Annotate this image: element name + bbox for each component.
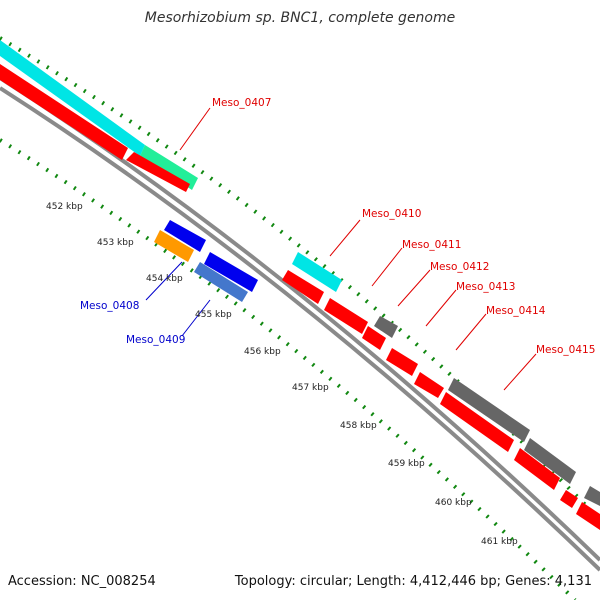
gene-label-meso-0411: Meso_0411 — [402, 239, 461, 251]
kbp-tick-label: 453 kbp — [97, 238, 134, 248]
kbp-tick-label: 457 kbp — [292, 383, 329, 393]
reverse-cds-0409b — [194, 262, 248, 302]
gene-label-meso-0414: Meso_0414 — [486, 305, 546, 317]
reverse-cds-0409a — [204, 252, 258, 292]
kbp-tick-label: 452 kbp — [46, 202, 83, 212]
gray-feature-0415c — [584, 486, 600, 506]
gray-feature-0412 — [374, 316, 398, 338]
forward-cds-0413 — [386, 348, 418, 376]
gene-label-meso-0408: Meso_0408 — [80, 300, 139, 312]
gray-feature-0415b — [524, 438, 576, 484]
gene-label-meso-0413: Meso_0413 — [456, 281, 515, 293]
forward-cds-0410 — [282, 270, 324, 304]
kbp-tick-label: 458 kbp — [340, 421, 377, 431]
accession-text: Accession: NC_008254 — [8, 574, 156, 589]
kbp-tick-label: 460 kbp — [435, 498, 472, 508]
gene-label-meso-0407: Meso_0407 — [212, 97, 271, 109]
forward-cds-0415c — [560, 490, 578, 508]
kbp-tick-label: 456 kbp — [244, 347, 281, 357]
gene-label-meso-0409: Meso_0409 — [126, 334, 185, 346]
gene-label-meso-0412: Meso_0412 — [430, 261, 489, 273]
forward-cds-0415d — [576, 502, 600, 530]
forward-cds-0414 — [414, 372, 444, 398]
gene-label-meso-0410: Meso_0410 — [362, 208, 421, 220]
gray-feature-0415a — [448, 378, 530, 442]
inner-tick-ring — [0, 138, 577, 600]
kbp-tick-label: 454 kbp — [146, 274, 183, 284]
leader-0411 — [371, 247, 403, 287]
leader-0414 — [455, 313, 487, 351]
leader-0407 — [179, 107, 211, 151]
leader-0415 — [503, 353, 537, 391]
cyan-feature-block — [0, 40, 145, 156]
forward-cds-top — [0, 64, 128, 160]
green-feature-block — [140, 145, 198, 190]
forward-cds-0415a — [440, 392, 514, 452]
map-title: Mesorhizobium sp. BNC1, complete genome — [144, 10, 456, 26]
leader-0412 — [397, 269, 431, 307]
leader-0409 — [181, 299, 211, 337]
kbp-tick-label: 461 kbp — [481, 537, 518, 547]
forward-cds-0415b — [514, 448, 560, 490]
forward-cds-0411 — [324, 298, 368, 334]
backbone-inner — [0, 86, 600, 572]
kbp-tick-label: 459 kbp — [388, 459, 425, 469]
leader-0413 — [425, 289, 457, 327]
orange-cds-0408 — [154, 230, 194, 262]
cyan-feature-0410 — [292, 252, 342, 292]
topology-text: Topology: circular; Length: 4,412,446 bp… — [234, 574, 592, 589]
leader-0410 — [329, 219, 361, 257]
forward-cds-0412 — [362, 326, 386, 350]
leader-0408 — [145, 261, 183, 301]
reverse-cds-0408a — [164, 220, 206, 252]
forward-cds-0407 — [126, 152, 190, 192]
kbp-tick-label: 455 kbp — [195, 310, 232, 320]
gene-label-meso-0415: Meso_0415 — [536, 344, 595, 356]
